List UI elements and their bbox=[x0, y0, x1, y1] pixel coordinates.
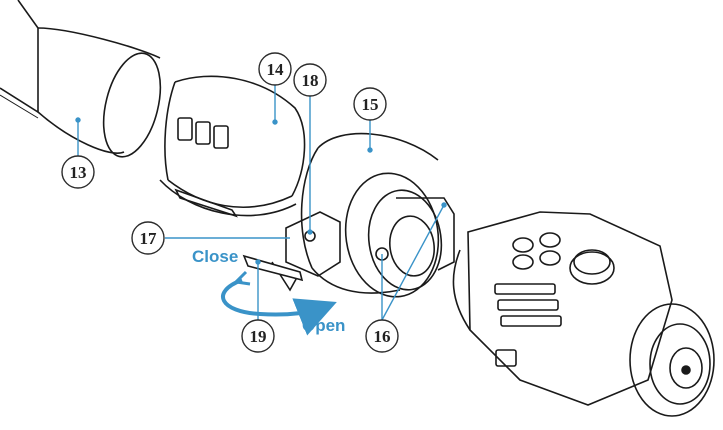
rotation-arrow bbox=[221, 270, 337, 336]
callout-15: 15 bbox=[353, 87, 387, 121]
callout-14: 14 bbox=[258, 52, 292, 86]
svg-text:13: 13 bbox=[70, 163, 87, 182]
svg-text:15: 15 bbox=[362, 95, 379, 114]
adapter-ring bbox=[159, 75, 306, 218]
callout-18: 18 bbox=[293, 63, 327, 97]
svg-text:19: 19 bbox=[250, 327, 267, 346]
leader-lines bbox=[75, 85, 447, 321]
svg-text:17: 17 bbox=[140, 229, 158, 248]
clip-on-adapter bbox=[242, 132, 455, 298]
callout-17: 17 bbox=[131, 221, 165, 255]
callout-19: 19 bbox=[241, 319, 275, 353]
svg-text:18: 18 bbox=[302, 71, 319, 90]
callout-13: 13 bbox=[61, 155, 95, 189]
thermal-module bbox=[452, 211, 715, 417]
callout-16: 16 bbox=[365, 319, 399, 353]
svg-text:16: 16 bbox=[374, 327, 391, 346]
open-label: Open bbox=[302, 316, 345, 335]
svg-text:14: 14 bbox=[267, 60, 285, 79]
close-label: Close bbox=[192, 247, 238, 266]
scope-tube bbox=[0, 0, 162, 158]
